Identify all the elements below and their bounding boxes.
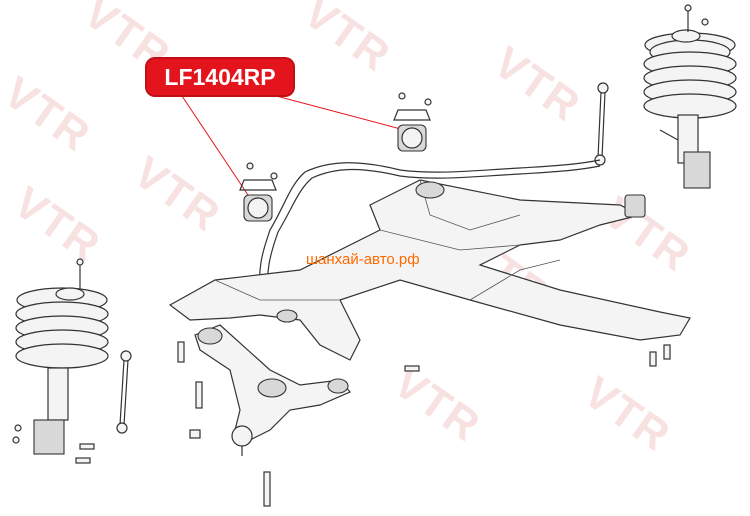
left-strut-assembly: [12, 258, 109, 455]
leader-line-left: [179, 92, 259, 211]
stabilizer-bushing-right: [393, 92, 432, 152]
stabilizer-bar: [259, 159, 601, 303]
site-caption[interactable]: шанхай-авто.рф: [306, 251, 420, 268]
leader-lines: [179, 92, 413, 211]
bolts: [75, 341, 671, 507]
left-stabilizer-link: [116, 350, 132, 434]
right-stabilizer-link: [594, 82, 609, 166]
lower-control-arm-left: [194, 324, 351, 456]
right-strut-assembly: [643, 4, 737, 189]
leader-line-right: [264, 92, 413, 133]
stabilizer-bushing-left: [239, 162, 278, 222]
subframe: [168, 179, 691, 361]
part-number-label: LF1404RP: [147, 59, 293, 95]
